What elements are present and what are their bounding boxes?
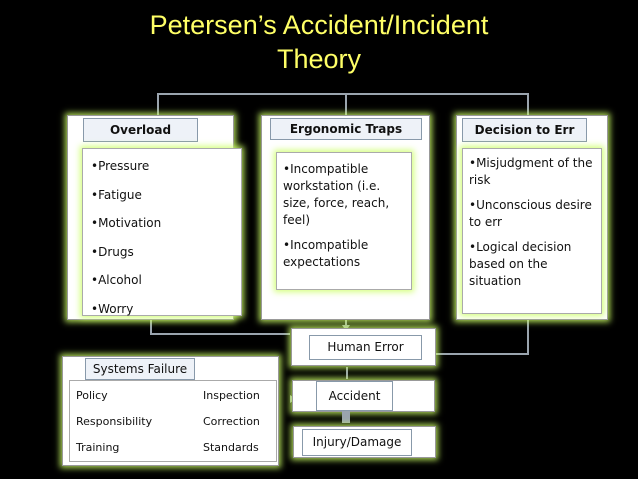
overload-to-error-h bbox=[150, 333, 290, 335]
sf-responsibility: Responsibility bbox=[76, 415, 153, 428]
decision-item: •Logical decision based on the situation bbox=[469, 240, 572, 288]
overload-item: •Fatigue bbox=[91, 187, 142, 202]
decision-item: •Unconscious desire to err bbox=[469, 198, 592, 229]
ergonomic-list: •Incompatible workstation (i.e. size, fo… bbox=[276, 152, 412, 290]
accident-box: Accident bbox=[316, 381, 393, 411]
injury-label: Injury/Damage bbox=[312, 435, 402, 449]
top-connector-horizontal bbox=[157, 93, 529, 95]
ergonomic-header-label: Ergonomic Traps bbox=[289, 122, 403, 136]
decision-to-error-h bbox=[435, 353, 529, 355]
overload-item: •Worry bbox=[91, 301, 134, 316]
accident-pointer bbox=[342, 411, 350, 423]
ergonomic-item: •Incompatible expectations bbox=[283, 238, 369, 269]
ergonomic-to-error-v bbox=[345, 320, 347, 328]
top-connector-mid bbox=[345, 93, 347, 115]
systems-failure-header: Systems Failure bbox=[85, 358, 195, 380]
top-connector-right bbox=[527, 93, 529, 115]
sf-inspection: Inspection bbox=[203, 389, 260, 402]
overload-item: •Drugs bbox=[91, 244, 134, 259]
top-connector-left bbox=[157, 93, 159, 115]
ergonomic-item: •Incompatible workstation (i.e. size, fo… bbox=[283, 162, 390, 227]
overload-list: •Pressure •Fatigue •Motivation •Drugs •A… bbox=[82, 148, 242, 316]
decision-item: •Misjudgment of the risk bbox=[469, 156, 593, 187]
human-error-label: Human Error bbox=[327, 340, 404, 354]
sf-correction: Correction bbox=[203, 415, 260, 428]
slide-title: Petersen’s Accident/Incident Theory bbox=[0, 8, 638, 76]
overload-to-error-v bbox=[150, 320, 152, 334]
decision-header: Decision to Err bbox=[462, 118, 587, 142]
overload-header-label: Overload bbox=[109, 123, 172, 137]
sf-policy: Policy bbox=[76, 389, 108, 402]
overload-item: •Alcohol bbox=[91, 273, 142, 287]
overload-item: •Motivation bbox=[91, 216, 162, 230]
sf-standards: Standards bbox=[203, 441, 259, 454]
ergonomic-header: Ergonomic Traps bbox=[270, 118, 422, 140]
overload-header: Overload bbox=[83, 118, 198, 142]
error-to-accident bbox=[346, 367, 348, 379]
decision-list: •Misjudgment of the risk •Unconscious de… bbox=[462, 148, 602, 314]
accident-label: Accident bbox=[328, 389, 381, 403]
title-line-2: Theory bbox=[276, 44, 362, 74]
title-line-1: Petersen’s Accident/Incident bbox=[149, 10, 489, 40]
sf-training: Training bbox=[76, 441, 120, 454]
overload-item: •Pressure bbox=[91, 159, 150, 173]
human-error-box: Human Error bbox=[309, 335, 422, 360]
systems-failure-grid: Policy Responsibility Training Inspectio… bbox=[69, 380, 277, 462]
systems-failure-header-label: Systems Failure bbox=[92, 362, 188, 376]
decision-header-label: Decision to Err bbox=[474, 123, 575, 137]
injury-box: Injury/Damage bbox=[302, 429, 412, 456]
decision-to-error-v bbox=[527, 320, 529, 354]
